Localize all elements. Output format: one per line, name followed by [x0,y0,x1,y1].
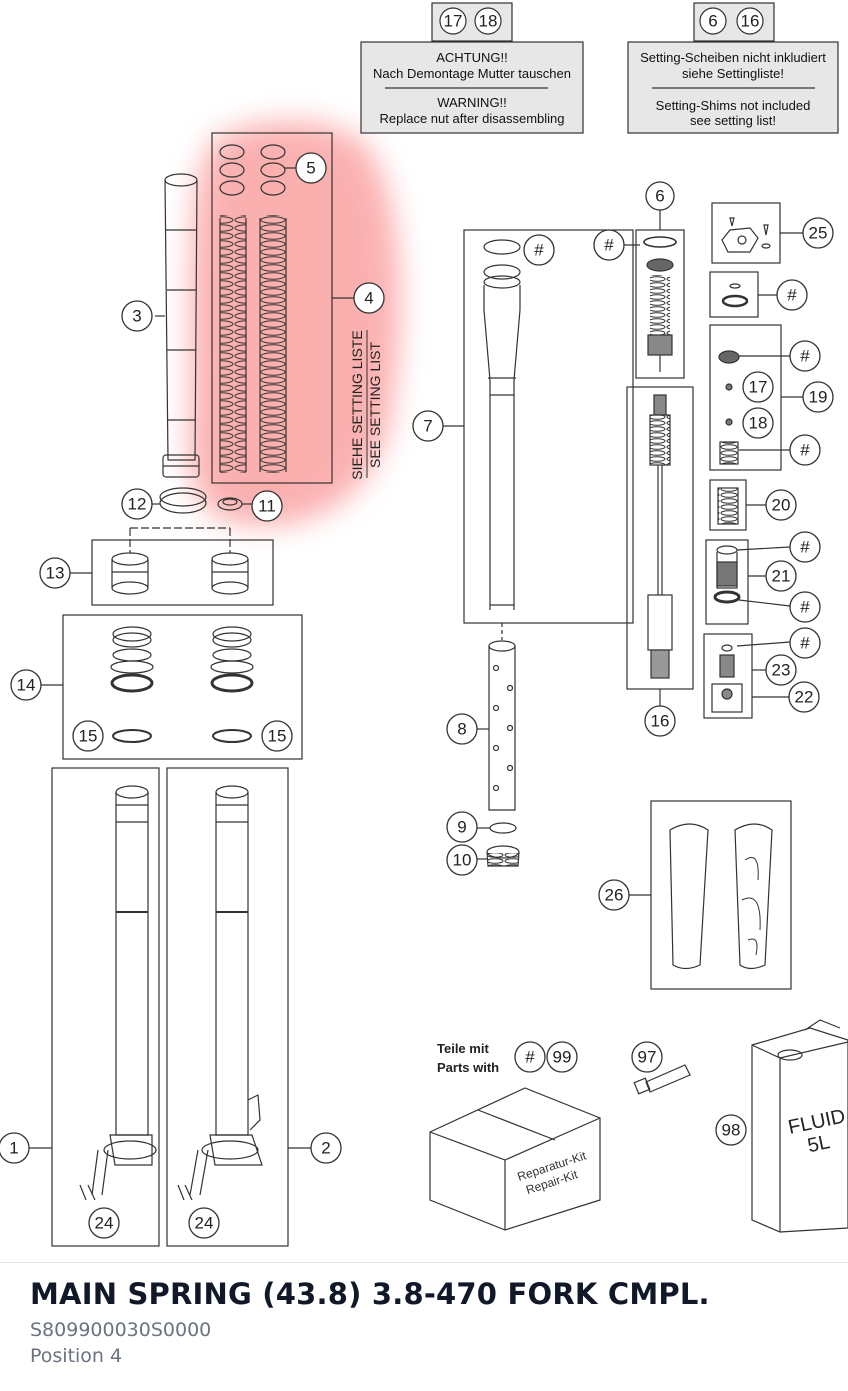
leg-box-1 [51,767,160,1247]
callout-11[interactable]: 11 [258,497,276,516]
notice-left-tag-18: 18 [479,12,498,31]
spring-box [211,132,333,484]
callout-6[interactable]: 6 [655,187,664,206]
callout-hash-23[interactable]: # [800,634,810,653]
notice-right-de-line2: siehe Settingliste! [682,66,784,81]
main-springs-4[interactable] [219,215,287,473]
bushing-13[interactable] [111,552,249,595]
callout-12[interactable]: 12 [128,495,147,514]
notice-right-en-line2: see setting list! [690,113,776,128]
notice-right-de-line1: Setting-Scheiben nicht inkludiert [640,50,826,65]
callout-15-left[interactable]: 15 [79,727,98,746]
notice-left-de-text: Nach Demontage Mutter tauschen [373,66,571,81]
callout-24-right[interactable]: 24 [195,1214,214,1233]
ring-12[interactable] [159,487,207,514]
part-25[interactable] [721,217,771,253]
part-number: S809900030S0000 [30,1319,212,1341]
callout-8[interactable]: 8 [457,720,466,739]
notice-left-en-text: Replace nut after disassembling [380,111,565,126]
callout-19[interactable]: 19 [809,388,828,407]
shims-5[interactable] [219,144,286,196]
valve-box-6 [635,229,685,379]
outer-tube-3[interactable] [162,173,200,478]
parts-21[interactable] [713,545,741,604]
kit-label-de: Teile mit [437,1041,489,1056]
callout-21[interactable]: 21 [772,567,791,586]
callout-22[interactable]: 22 [795,688,814,707]
callout-24-left[interactable]: 24 [95,1214,114,1233]
callout-98[interactable]: 98 [722,1121,741,1140]
callout-hash-21b[interactable]: # [800,598,810,617]
exploded-parts-diagram: 3 5 4 12 11 13 14 15 15 1 2 24 24 7 # 8 … [0,2,848,1247]
parts-19[interactable] [718,350,740,465]
cartridge-7[interactable] [483,239,521,610]
callout-15-right[interactable]: 15 [268,727,287,746]
callout-14[interactable]: 14 [17,676,36,695]
seals-14[interactable] [110,626,254,693]
callout-13[interactable]: 13 [46,564,65,583]
callout-7[interactable]: 7 [423,417,432,436]
callout-16[interactable]: 16 [651,712,670,731]
box-21 [705,539,749,625]
repair-kit-box[interactable] [429,1087,601,1231]
callout-97[interactable]: 97 [638,1048,657,1067]
callout-20[interactable]: 20 [772,496,791,515]
notice-right [627,2,839,134]
callout-hash-19b[interactable]: # [800,441,810,460]
callout-9[interactable]: 9 [457,818,466,837]
callout-3[interactable]: 3 [132,307,141,326]
callout-25[interactable]: 25 [809,224,828,243]
callout-hash-21a[interactable]: # [800,538,810,557]
part-caption: MAIN SPRING (43.8) 3.8-470 FORK CMPL. S8… [0,1262,848,1391]
callout-23[interactable]: 23 [772,661,791,680]
grease-tube-97[interactable] [633,1064,691,1095]
nut-10[interactable] [486,845,520,867]
sleeves-26[interactable] [669,823,773,970]
fluid-can-98[interactable] [751,1019,848,1233]
callout-hash-washer[interactable]: # [787,286,797,305]
box-25 [711,202,781,264]
callout-hash-7[interactable]: # [534,241,544,260]
orings-15[interactable] [112,729,252,743]
part-title: MAIN SPRING (43.8) 3.8-470 FORK CMPL. [30,1277,710,1311]
notice-left-tag-17: 17 [444,12,463,31]
parts-23-22[interactable] [711,644,743,713]
valve-6[interactable] [643,236,677,372]
callout-hash-19a[interactable]: # [800,347,810,366]
leg-box-2 [166,767,289,1247]
callout-hash-6[interactable]: # [604,236,614,255]
callout-hash-kit[interactable]: # [525,1048,535,1067]
box-23-22 [703,633,753,719]
notice-right-en-line1: Setting-Shims not included [656,98,811,113]
notice-left-de-title: ACHTUNG!! [436,50,508,65]
callout-10[interactable]: 10 [453,851,472,870]
fork-leg-1[interactable] [79,785,157,1201]
notice-right-tag-16: 16 [741,12,760,31]
fluid-label-2: 5L [806,1131,832,1157]
rod-16[interactable] [647,394,673,679]
callout-99[interactable]: 99 [553,1048,572,1067]
callout-17[interactable]: 17 [749,378,768,397]
callout-4[interactable]: 4 [364,289,373,308]
setting-list-de: SIEHE SETTING LISTE [349,330,365,479]
callout-5[interactable]: 5 [306,159,315,178]
notice-right-tag-6: 6 [708,12,717,31]
setting-list-en: SEE SETTING LIST [367,342,383,468]
part-position: Position 4 [30,1345,123,1367]
callout-26[interactable]: 26 [605,886,624,905]
seal-box-14 [62,614,303,760]
callout-1[interactable]: 1 [9,1139,18,1158]
tube-8[interactable] [488,640,516,811]
cartridge-box-7 [463,229,634,624]
notice-left [360,2,584,134]
callout-2[interactable]: 2 [321,1139,330,1158]
oring-9[interactable] [489,822,517,834]
kit-label-en: Parts with [437,1060,499,1075]
washer-box [709,271,759,318]
fork-leg-2[interactable] [177,785,263,1201]
notice-left-en-title: WARNING!! [437,95,507,110]
callout-18[interactable]: 18 [749,414,768,433]
